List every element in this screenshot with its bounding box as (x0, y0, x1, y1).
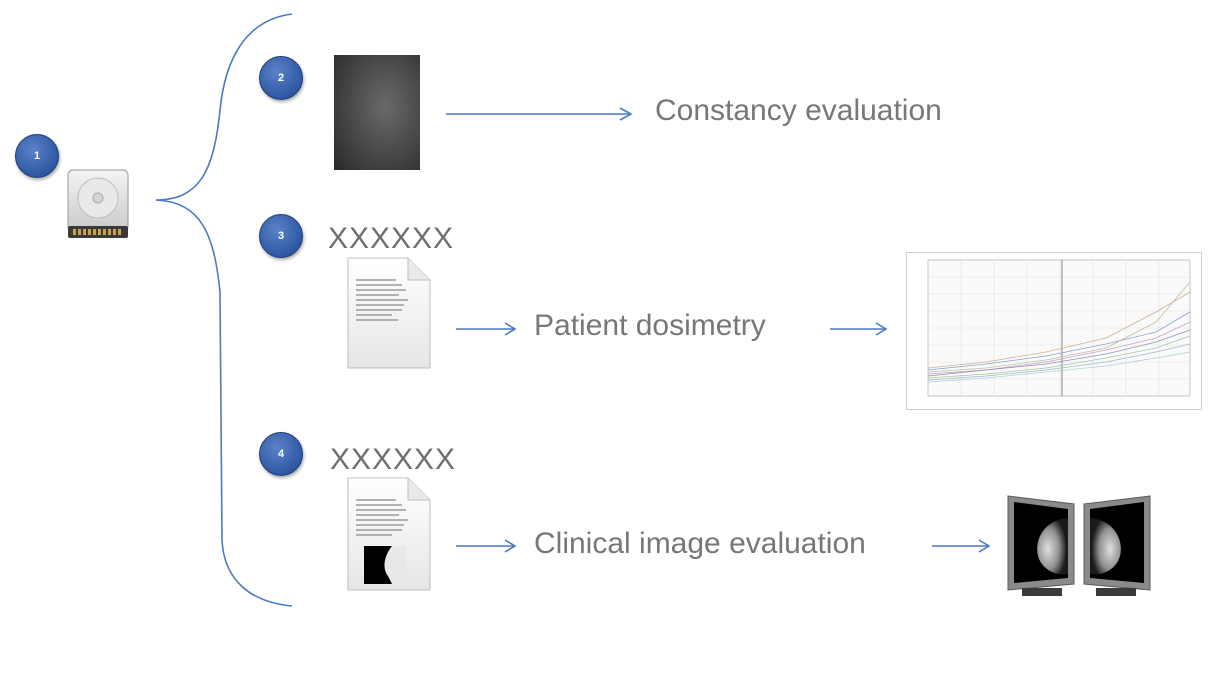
step-badge-1: 1 (15, 134, 59, 178)
dosimetry-chart-thumbnail (906, 252, 1202, 410)
arrow-to-patient-dosimetry (456, 322, 517, 336)
caption-patient-dosimetry: Patient dosimetry (534, 309, 766, 342)
arrow-to-monitors (932, 539, 991, 553)
caption-constancy-evaluation: Constancy evaluation (655, 94, 942, 127)
arrow-to-dosimetry-chart (830, 322, 888, 336)
hard-drive-icon (67, 169, 129, 238)
step-4-header: XXXXXX (330, 443, 457, 476)
flat-field-image-icon (334, 55, 420, 170)
step-badge-4: 4 (259, 432, 303, 476)
mammography-monitors-icon (1007, 495, 1151, 596)
text-document-icon (347, 257, 431, 369)
arrow-to-constancy (446, 107, 633, 121)
curly-bracket (155, 13, 293, 607)
caption-clinical-image-evaluation: Clinical image evaluation (534, 527, 866, 560)
arrow-to-clinical-evaluation (456, 539, 517, 553)
document-with-image-icon (347, 477, 431, 591)
step-badge-2: 2 (259, 56, 303, 100)
step-badge-3: 3 (259, 214, 303, 258)
step-3-header: XXXXXX (328, 222, 455, 255)
